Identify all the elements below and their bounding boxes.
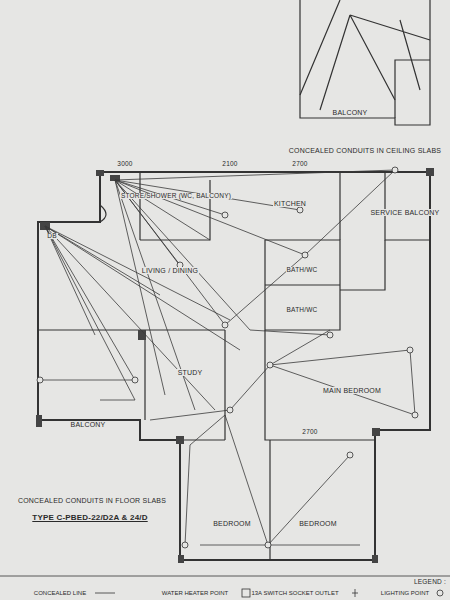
room-label: BEDROOM [212, 520, 252, 527]
legend-text: LIGHTING POINT [381, 590, 429, 596]
dimension: 2700 [291, 161, 308, 168]
room-label: BATH/WC [286, 267, 319, 274]
room-label: BALCONY [332, 109, 369, 116]
dimension: 2700 [301, 429, 318, 436]
drawing-title: TYPE C-PBED-22/D2A & 24/D [31, 514, 148, 522]
room-label: SERVICE BALCONY [369, 209, 440, 216]
panel-label: DB [46, 233, 57, 240]
note-text: CONCEALED CONDUITS IN FLOOR SLABS [17, 497, 167, 504]
room-label: BEDROOM [298, 520, 338, 527]
room-label: STORE/SHOWER (WC, BALCONY) [120, 193, 232, 200]
room-label: MAIN BEDROOM [322, 387, 382, 394]
room-label: KITCHEN [273, 200, 307, 207]
legend-text: WATER HEATER POINT [162, 590, 229, 596]
legend-heading: LEGEND : [413, 579, 447, 586]
room-label: BATH/WC [286, 307, 319, 314]
room-label: STUDY [177, 369, 204, 376]
legend-text: 13A SWITCH SOCKET OUTLET [251, 590, 338, 596]
dimension: 2100 [221, 161, 238, 168]
legend-text: CONCEALED LINE [34, 590, 86, 596]
dimension: 3000 [116, 161, 133, 168]
note-text: CONCEALED CONDUITS IN CEILING SLABS [288, 147, 442, 154]
room-label: LIVING / DINING [141, 267, 199, 274]
room-label: BALCONY [70, 421, 107, 428]
